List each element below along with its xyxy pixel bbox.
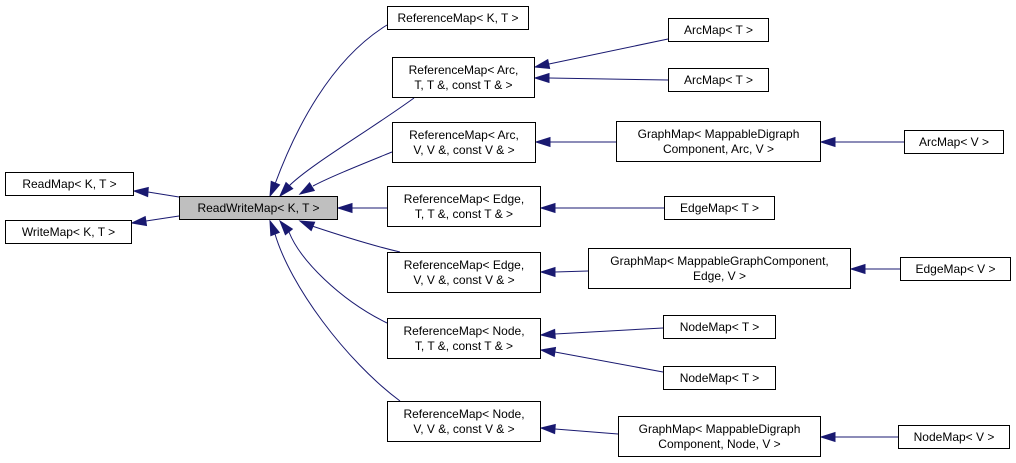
node-label-line-2: Component, Arc, V > xyxy=(662,141,775,156)
arrowhead-graphmap_arc-to-refmap_arc_v xyxy=(534,136,551,148)
arrowhead-readwritemap-to-writemap xyxy=(130,215,148,227)
node-arcmap-v[interactable]: ArcMap< V > xyxy=(904,130,1004,154)
node-nodemap-v[interactable]: NodeMap< V > xyxy=(898,425,1010,449)
node-readwritemap: ReadWriteMap< K, T > xyxy=(179,196,338,220)
edge-refmap_arc_v-to-readwritemap xyxy=(312,151,393,187)
node-label-line-2: V, V &, const V & > xyxy=(413,142,515,157)
edge-nodemap_t_2-to-refmap_node_t xyxy=(554,351,664,373)
edge-nodemap_t_1-to-refmap_node_t xyxy=(554,327,664,335)
arrowhead-nodemap_t_2-to-refmap_node_t xyxy=(539,346,557,358)
arrowhead-refmap_node_v-to-readwritemap xyxy=(269,219,281,237)
arrowhead-refmap_edge_t-to-readwritemap xyxy=(336,202,353,214)
node-label-line-2: T, T &, const T & > xyxy=(414,77,513,92)
node-graphmap-edge[interactable]: GraphMap< MappableGraphComponent, Edge, … xyxy=(588,248,851,289)
node-arcmap-t-1[interactable]: ArcMap< T > xyxy=(668,18,769,42)
node-label-line-2: T, T &, const T & > xyxy=(414,338,514,353)
edge-graphmap_node-to-refmap_node_v xyxy=(554,428,619,435)
node-arcmap-t-2[interactable]: ArcMap< T > xyxy=(668,68,769,92)
arrowhead-nodemap_v-to-graphmap_node xyxy=(819,431,836,443)
arrowhead-edgemap_v-to-graphmap_edge xyxy=(849,263,866,275)
node-label-line-1: ReferenceMap< Arc, xyxy=(408,62,519,77)
arrowhead-refmap_edge_v-to-readwritemap xyxy=(298,220,316,232)
node-label: ArcMap< V > xyxy=(918,134,990,149)
node-label: WriteMap< K, T > xyxy=(21,224,116,239)
node-label-line-1: ReferenceMap< Edge, xyxy=(403,191,525,206)
arrowhead-arcmap_t_2-to-refmap_arc_t xyxy=(533,72,550,84)
arrowhead-readwritemap-to-readmap xyxy=(132,186,149,198)
node-refmap-arc-t[interactable]: ReferenceMap< Arc, T, T &, const T & > xyxy=(392,57,535,98)
node-label: NodeMap< T > xyxy=(679,319,760,334)
node-label: ArcMap< T > xyxy=(684,72,753,87)
node-label: NodeMap< T > xyxy=(679,370,760,385)
node-refmap-edge-t[interactable]: ReferenceMap< Edge, T, T &, const T & > xyxy=(387,186,541,227)
node-label-line-1: ReferenceMap< Node, xyxy=(403,323,525,338)
edge-arcmap_t_2-to-refmap_arc_t xyxy=(548,77,669,81)
node-label: ReadWriteMap< K, T > xyxy=(197,200,320,215)
node-label-line-1: GraphMap< MappableDigraph xyxy=(638,421,801,436)
edge-readwritemap-to-writemap xyxy=(145,215,180,222)
edge-refmap_arc_t-to-readwritemap xyxy=(288,97,415,187)
node-readmap[interactable]: ReadMap< K, T > xyxy=(5,172,134,196)
node-label-line-1: ReferenceMap< Arc, xyxy=(409,127,519,142)
arrowhead-arcmap_t_1-to-refmap_arc_t xyxy=(533,58,551,70)
node-refmap-kt[interactable]: ReferenceMap< K, T > xyxy=(387,6,529,30)
node-label-line-2: Edge, V > xyxy=(692,268,747,283)
node-label: ReadMap< K, T > xyxy=(22,176,117,191)
node-label: NodeMap< V > xyxy=(913,429,995,444)
node-label-line-1: GraphMap< MappableDigraph xyxy=(637,126,800,141)
node-label: EdgeMap< V > xyxy=(915,261,996,276)
node-refmap-node-v[interactable]: ReferenceMap< Node, V, V &, const V & > xyxy=(387,401,541,442)
arrowhead-refmap_arc_v-to-readwritemap xyxy=(298,181,316,195)
edge-refmap_node_v-to-readwritemap xyxy=(274,233,401,402)
edge-refmap_edge_v-to-readwritemap xyxy=(311,225,401,253)
node-label: ArcMap< T > xyxy=(684,22,753,37)
node-label-line-2: V, V &, const V & > xyxy=(413,272,515,287)
node-label-line-2: V, V &, const V & > xyxy=(413,421,515,436)
node-label-line-1: ReferenceMap< Node, xyxy=(403,406,525,421)
node-label-line-2: Component, Node, V > xyxy=(658,436,781,451)
node-label-line-1: ReferenceMap< Edge, xyxy=(403,257,525,272)
node-nodemap-t-2[interactable]: NodeMap< T > xyxy=(663,366,776,390)
node-refmap-arc-v[interactable]: ReferenceMap< Arc, V, V &, const V & > xyxy=(392,122,536,163)
edge-readwritemap-to-readmap xyxy=(147,191,180,198)
node-edgemap-t[interactable]: EdgeMap< T > xyxy=(664,196,775,220)
node-refmap-node-t[interactable]: ReferenceMap< Node, T, T &, const T & > xyxy=(387,318,541,359)
edge-refmap_node_t-to-readwritemap xyxy=(288,231,388,324)
edge-refmap_kt-to-readwritemap xyxy=(274,24,388,185)
arrowhead-refmap_arc_t-to-readwritemap xyxy=(278,181,294,198)
node-graphmap-node[interactable]: GraphMap< MappableDigraph Component, Nod… xyxy=(618,416,821,457)
edge-arcmap_t_1-to-refmap_arc_t xyxy=(548,38,669,65)
node-graphmap-arc[interactable]: GraphMap< MappableDigraph Component, Arc… xyxy=(616,121,821,162)
arrowhead-graphmap_node-to-refmap_node_v xyxy=(539,423,556,435)
arrowhead-arcmap_v-to-graphmap_arc xyxy=(819,136,836,148)
arrowhead-edgemap_t-to-refmap_edge_t xyxy=(539,202,556,214)
node-writemap[interactable]: WriteMap< K, T > xyxy=(5,220,132,244)
arrowhead-nodemap_t_1-to-refmap_node_t xyxy=(539,328,556,340)
node-nodemap-t-1[interactable]: NodeMap< T > xyxy=(663,315,776,339)
node-label: ReferenceMap< K, T > xyxy=(397,10,519,25)
node-label: EdgeMap< T > xyxy=(680,200,759,215)
arrowhead-graphmap_edge-to-refmap_edge_v xyxy=(539,266,556,278)
edge-graphmap_edge-to-refmap_edge_v xyxy=(554,270,589,273)
node-label-line-2: T, T &, const T & > xyxy=(414,206,514,221)
node-edgemap-v[interactable]: EdgeMap< V > xyxy=(900,257,1011,281)
node-refmap-edge-v[interactable]: ReferenceMap< Edge, V, V &, const V & > xyxy=(387,252,541,293)
arrowhead-refmap_node_t-to-readwritemap xyxy=(278,219,294,236)
arrowhead-refmap_kt-to-readwritemap xyxy=(269,180,281,198)
node-label-line-1: GraphMap< MappableGraphComponent, xyxy=(610,253,829,268)
